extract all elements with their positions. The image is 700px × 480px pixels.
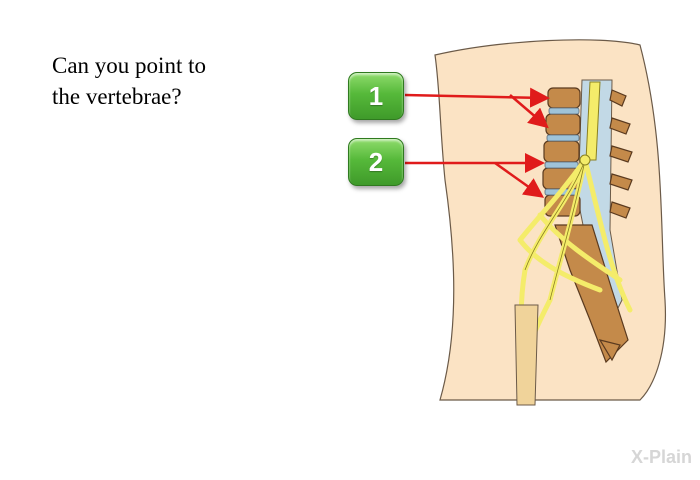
vertebra	[546, 114, 580, 135]
answer-button-2[interactable]: 2	[348, 138, 404, 186]
answer-button-1[interactable]: 1	[348, 72, 404, 120]
xplain-logo: X-Plain	[631, 447, 692, 468]
vertebra	[544, 141, 579, 162]
femoral-nerve	[515, 305, 538, 405]
vertebra	[548, 88, 580, 108]
nerve-root	[580, 155, 590, 165]
